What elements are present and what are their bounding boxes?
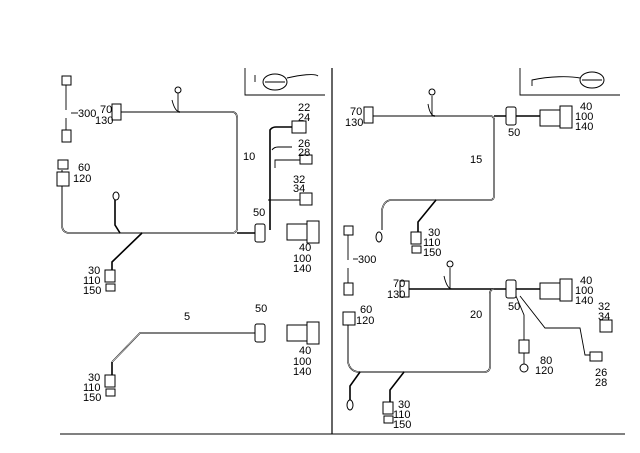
label-140: 140	[575, 295, 593, 307]
main-connector	[539, 105, 573, 129]
label-harness-15: 15	[470, 154, 482, 166]
label-300: 300	[358, 254, 376, 266]
connector-70-130	[111, 103, 122, 121]
label-30: 30	[398, 399, 410, 411]
label-110: 110	[83, 382, 101, 394]
label-110: 110	[393, 409, 411, 421]
main-connector	[286, 321, 320, 345]
label-150: 150	[393, 419, 411, 431]
label-24: 24	[298, 112, 310, 124]
sensor-top	[343, 225, 358, 296]
lower-connector	[104, 269, 116, 292]
label-26: 26	[595, 367, 607, 379]
connector-70-130	[363, 106, 374, 124]
label-140: 140	[293, 366, 311, 378]
lower-connector	[382, 401, 394, 424]
harness-20-wires	[347, 235, 590, 402]
label-80: 80	[540, 355, 552, 367]
label-60: 60	[360, 304, 372, 316]
label-50: 50	[508, 127, 520, 139]
ground-terminal	[428, 88, 436, 96]
grommet-50	[505, 106, 517, 126]
grommet-50	[505, 279, 517, 299]
label-70: 70	[350, 106, 362, 118]
label-32: 32	[293, 174, 305, 186]
label-70: 70	[100, 104, 112, 116]
label-100: 100	[575, 285, 593, 297]
main-connector	[286, 220, 320, 244]
plug-22-24	[291, 120, 307, 134]
label-130: 130	[345, 117, 363, 129]
label-32: 32	[598, 301, 610, 313]
steering-wheel-icon	[531, 71, 605, 89]
label-34: 34	[293, 183, 305, 195]
label-110: 110	[83, 275, 101, 287]
label-22: 22	[298, 102, 310, 114]
label-28: 28	[298, 147, 310, 159]
label-130: 130	[387, 289, 405, 301]
ground-terminal	[446, 260, 454, 268]
grommet-50	[254, 223, 266, 243]
label-140: 140	[293, 263, 311, 275]
label-30: 30	[88, 372, 100, 384]
connector-70-130	[399, 280, 410, 298]
label-120: 120	[535, 365, 553, 377]
plug-26-28	[299, 154, 313, 165]
label-40: 40	[580, 275, 592, 287]
lower-connector	[104, 374, 116, 397]
plug-32-34	[599, 319, 613, 333]
label-40: 40	[299, 345, 311, 357]
label-150: 150	[423, 247, 441, 259]
label-100: 100	[293, 356, 311, 368]
label-120: 120	[356, 315, 374, 327]
label-30: 30	[428, 227, 440, 239]
ground-terminal	[346, 399, 354, 411]
label-140: 140	[575, 121, 593, 133]
orientation-frame-right	[519, 68, 620, 96]
label-130: 130	[95, 115, 113, 127]
label-harness-10: 10	[243, 151, 255, 163]
main-connector	[539, 278, 573, 302]
harness-5-wires	[111, 332, 258, 375]
label-30: 30	[88, 265, 100, 277]
label-60: 60	[78, 162, 90, 174]
label-26: 26	[298, 138, 310, 150]
label-150: 150	[83, 285, 101, 297]
label-harness-5: 5	[184, 311, 190, 323]
label-28: 28	[595, 377, 607, 389]
label-150: 150	[83, 392, 101, 404]
label-harness-20: 20	[470, 309, 482, 321]
harness-15-wires	[372, 96, 540, 232]
grommet-50	[254, 323, 266, 343]
label-110: 110	[423, 237, 441, 249]
ground-terminal	[112, 191, 120, 201]
plug-32-34	[299, 192, 313, 206]
label-300: 300	[78, 108, 96, 120]
ground-terminal	[174, 86, 182, 94]
label-100: 100	[575, 111, 593, 123]
sensor-top	[61, 75, 78, 143]
label-34: 34	[598, 311, 610, 323]
label-40: 40	[580, 101, 592, 113]
label-50: 50	[253, 207, 265, 219]
connector-60-120	[56, 159, 70, 187]
label-50: 50	[508, 301, 520, 313]
orientation-frame-left	[244, 68, 325, 96]
ground-terminal	[375, 231, 383, 243]
label-100: 100	[293, 253, 311, 265]
side-connector	[518, 339, 530, 373]
label-120: 120	[73, 173, 91, 185]
plug-26-28	[589, 351, 603, 362]
lower-connector	[410, 231, 422, 254]
steering-wheel-icon	[254, 73, 319, 91]
connector-60-120	[342, 311, 356, 326]
label-70: 70	[393, 278, 405, 290]
label-50: 50	[255, 303, 267, 315]
label-40: 40	[299, 242, 311, 254]
